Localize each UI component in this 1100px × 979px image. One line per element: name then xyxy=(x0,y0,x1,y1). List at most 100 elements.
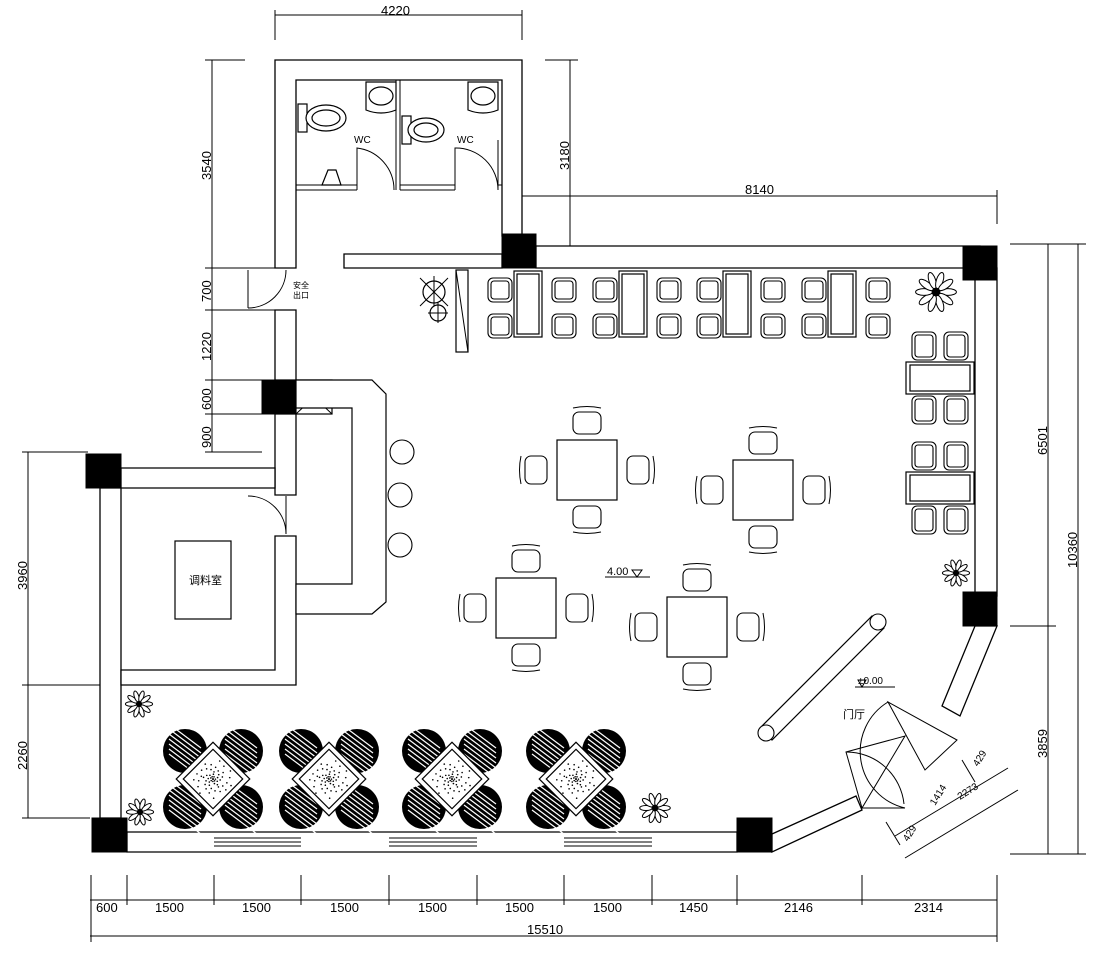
dim-bottom-6: 1500 xyxy=(505,900,534,915)
chair xyxy=(592,277,618,303)
dim-bottom-4: 1500 xyxy=(330,900,359,915)
dim-bottom-8: 1450 xyxy=(679,900,708,915)
walls xyxy=(99,59,998,854)
chair xyxy=(458,593,487,623)
dim-left-900: 900 xyxy=(199,426,214,448)
chair xyxy=(592,313,618,339)
dim-right-6501: 6501 xyxy=(1035,426,1050,455)
bar-counter xyxy=(295,269,469,615)
dim-bottom-9: 2146 xyxy=(784,900,813,915)
dim-wc-height: 3180 xyxy=(557,141,572,170)
lounge-table xyxy=(279,723,379,835)
dim-left-1220: 1220 xyxy=(199,332,214,361)
wc-fixtures: WC WC xyxy=(297,81,499,186)
chair xyxy=(511,544,541,573)
chair xyxy=(565,593,594,623)
plant-icon xyxy=(125,798,155,826)
dining-table xyxy=(695,426,831,554)
dim-right-3859: 3859 xyxy=(1035,729,1050,758)
plants xyxy=(124,272,971,826)
dim-bottom-5: 1500 xyxy=(418,900,447,915)
chair xyxy=(760,277,786,303)
chair xyxy=(696,277,722,303)
sink-icon xyxy=(365,81,397,114)
dim-bottom-10: 2314 xyxy=(914,900,943,915)
dim-bottom-1: 600 xyxy=(96,900,118,915)
dining-table xyxy=(629,563,765,691)
toilet-icon xyxy=(401,115,445,145)
chair xyxy=(656,277,682,303)
plant-icon xyxy=(639,792,671,824)
side-exit-label: 安全 xyxy=(293,280,309,290)
dim-left-top: 3540 xyxy=(199,151,214,180)
chair xyxy=(682,563,712,592)
chair xyxy=(748,525,778,554)
dim-left-3960: 3960 xyxy=(15,561,30,590)
chair xyxy=(511,643,541,672)
chair xyxy=(911,441,937,471)
dim-left-2260: 2260 xyxy=(15,741,30,770)
chair xyxy=(487,277,513,303)
chair xyxy=(748,426,778,455)
columns xyxy=(85,233,998,853)
sink-icon xyxy=(467,81,499,114)
chair xyxy=(656,313,682,339)
chair xyxy=(802,475,831,505)
booth xyxy=(905,441,975,535)
chair xyxy=(801,313,827,339)
dim-bottom-3: 1500 xyxy=(242,900,271,915)
chair xyxy=(487,313,513,339)
level-floor: 4.00 xyxy=(607,566,628,578)
chair xyxy=(911,395,937,425)
dim-door-4: 429 xyxy=(971,748,989,768)
dim-bottom-7: 1500 xyxy=(593,900,622,915)
chair xyxy=(943,395,969,425)
chair xyxy=(760,313,786,339)
chair xyxy=(943,441,969,471)
plant-icon xyxy=(124,690,154,718)
booth xyxy=(592,270,682,339)
chair xyxy=(626,455,655,485)
side-exit-label-2: 出口 xyxy=(293,290,309,300)
dim-right-total: 10360 xyxy=(1065,532,1080,568)
chair xyxy=(551,313,577,339)
chair xyxy=(682,662,712,691)
booth xyxy=(487,270,577,339)
prep-room-label: 调料室 xyxy=(189,573,222,587)
prep-room: 调料室 xyxy=(174,540,232,620)
chair xyxy=(801,277,827,303)
diamond-tables xyxy=(163,723,626,835)
entrance-door[interactable] xyxy=(845,700,958,810)
dim-door-3: 2273 xyxy=(956,781,981,802)
dim-bottom-total: 15510 xyxy=(527,922,563,937)
wc-label-left: WC xyxy=(354,135,371,146)
booths-right xyxy=(905,331,975,535)
chair xyxy=(572,406,602,435)
chair xyxy=(695,475,724,505)
doors xyxy=(240,147,958,810)
lounge-table xyxy=(526,723,626,835)
chair xyxy=(943,331,969,361)
level-entrance: ±0.00 xyxy=(858,676,883,687)
chair xyxy=(629,612,658,642)
chair xyxy=(519,455,548,485)
booths-top xyxy=(487,270,891,339)
dining-table xyxy=(458,544,594,672)
dining-table xyxy=(519,406,655,534)
chair xyxy=(911,331,937,361)
lounge-table xyxy=(163,723,263,835)
handrail xyxy=(757,613,887,742)
level-marks: 4.00 ±0.00 门厅 xyxy=(605,566,895,721)
chair xyxy=(551,277,577,303)
dim-top: 4220 xyxy=(381,3,410,18)
plant-icon xyxy=(941,559,971,587)
chair xyxy=(572,505,602,534)
dim-bottom-2: 1500 xyxy=(155,900,184,915)
booth xyxy=(905,331,975,425)
toilet-icon xyxy=(297,103,347,133)
square-tables xyxy=(458,406,831,691)
lounge-table xyxy=(402,723,502,835)
chair xyxy=(696,313,722,339)
chair xyxy=(865,313,891,339)
